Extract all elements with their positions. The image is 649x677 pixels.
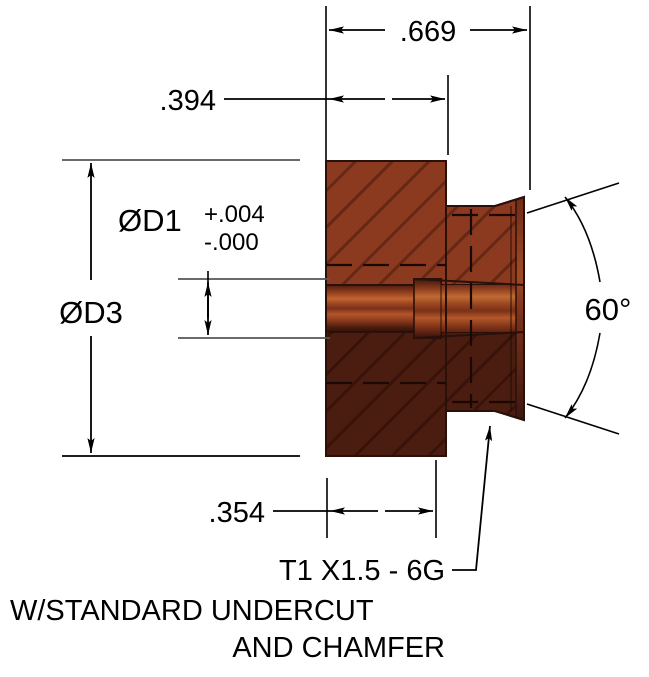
dimension-tolerance-upper: +.004: [204, 201, 265, 228]
note-thread-spec: T1 X1.5 - 6G: [279, 555, 445, 587]
dimension-value-354: .354: [209, 497, 265, 529]
cone-top-edge: [413, 278, 525, 286]
body-outline: [325, 160, 447, 457]
dimension-value-669: .669: [400, 16, 456, 48]
body-lower-section: [325, 331, 525, 457]
body-upper-section: [325, 160, 525, 286]
cone-surface: [414, 279, 524, 338]
dimension-value-394: .394: [160, 85, 216, 117]
dimension-bore-diameter: ØD1 +.004 -.000: [118, 201, 330, 339]
dimension-tolerance-lower: -.000: [204, 229, 259, 256]
dimension-label-d3: ØD3: [59, 295, 123, 330]
note-chamfer-line: AND CHAMFER: [232, 632, 445, 664]
arc-60-lower: [564, 332, 601, 419]
dimension-shoulder-length: .394: [160, 75, 449, 155]
dimension-label-d1: ØD1: [118, 203, 182, 238]
cone-bottom-edge: [413, 331, 525, 339]
dimension-thread-length: .354: [209, 460, 437, 538]
leader-line-thread-note: [452, 425, 493, 571]
dimension-outer-diameter: ØD3: [59, 159, 300, 457]
cone-detail-lines: [440, 206, 512, 411]
arc-60-upper: [564, 196, 601, 283]
dimension-chamfer-angle: 60°: [526, 182, 632, 435]
flange-outline: [446, 195, 525, 422]
note-undercut-line: W/STANDARD UNDERCUT: [10, 595, 374, 627]
bore-surface: [326, 285, 414, 332]
dimension-value-60: 60°: [585, 292, 632, 327]
part-section-geometry: [325, 160, 525, 457]
ext-line-60-lower: [526, 403, 620, 435]
dimension-overall-length: .669: [325, 6, 531, 190]
flange-chamfer-face: [515, 195, 525, 422]
hidden-lines-group: [326, 209, 517, 408]
note-leader-group: [452, 425, 493, 571]
